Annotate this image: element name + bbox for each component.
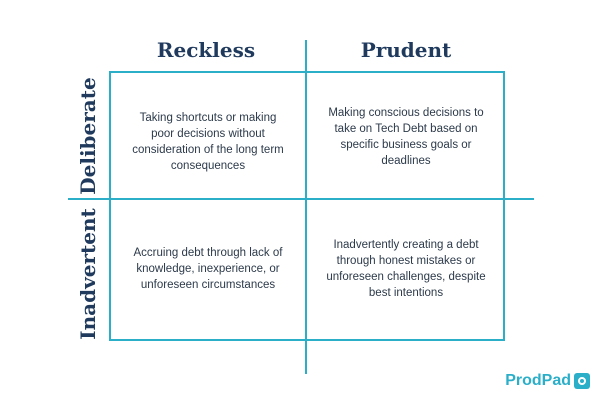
quadrant-prudent-inadvertent: Inadvertently creating a debt through ho… <box>326 239 486 299</box>
quadrant-grid-border <box>109 71 505 341</box>
quadrant-reckless-deliberate: Taking shortcuts or making poor decision… <box>132 112 284 172</box>
logo-text: ProdPad <box>505 372 571 389</box>
prodpad-logo: ProdPad <box>505 372 590 390</box>
horizontal-axis-line <box>68 198 534 200</box>
quadrant-reckless-inadvertent: Accruing debt through lack of knowledge,… <box>133 247 283 291</box>
column-header-reckless: Reckless <box>156 38 256 62</box>
row-header-deliberate: Deliberate <box>76 77 100 195</box>
quadrant-prudent-deliberate: Making conscious decisions to take on Te… <box>328 107 484 167</box>
prodpad-logo-icon <box>574 373 590 389</box>
column-header-prudent: Prudent <box>360 38 452 62</box>
row-header-inadvertent: Inadvertent <box>76 208 100 340</box>
vertical-axis-line <box>305 40 307 374</box>
